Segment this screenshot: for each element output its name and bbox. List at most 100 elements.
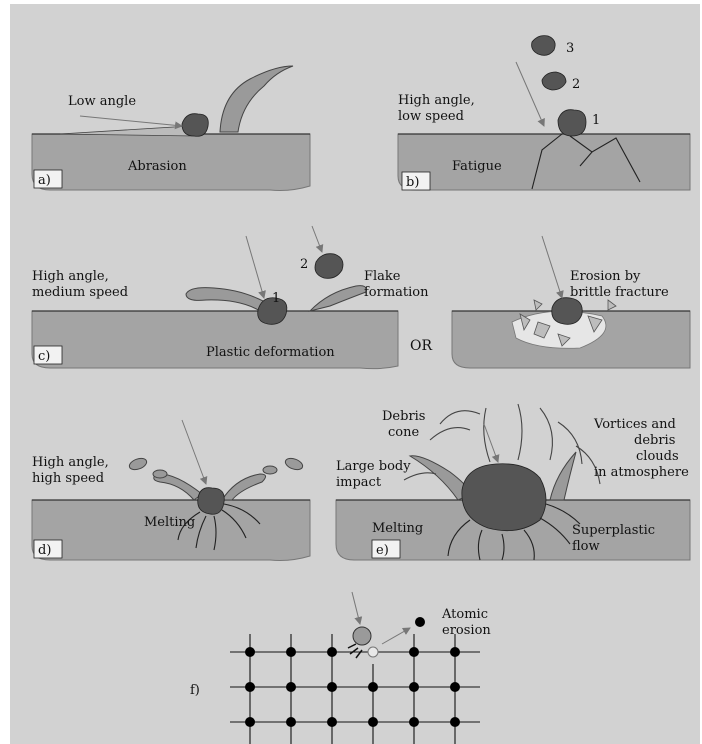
- panel-e-arrow: [484, 424, 498, 462]
- panel-c-alt-fragment-4: [534, 300, 542, 310]
- panel-d-droplet-0: [128, 456, 148, 472]
- panel-c-label-2: Flake: [364, 269, 401, 284]
- panel-c-alt-particle: [552, 298, 583, 325]
- lattice-atom: [409, 682, 419, 692]
- panel-c-particle-2: [315, 254, 343, 279]
- panel-a: Low angle Abrasion a): [32, 66, 310, 191]
- panel-d-droplet-3: [284, 456, 304, 472]
- panel-b-label-0: High angle,: [398, 93, 475, 108]
- panel-e-label-9: Superplastic: [572, 523, 655, 538]
- lattice-atom: [286, 682, 296, 692]
- panel-f-ejected-atom: [415, 617, 425, 627]
- panel-e-vortex-0: [430, 428, 470, 440]
- panel-a-label-1: Abrasion: [127, 159, 187, 174]
- lattice-atom: [245, 682, 255, 692]
- panel-e-label-1: cone: [388, 425, 419, 440]
- panel-d-tag: d): [38, 543, 51, 558]
- panel-f: f): [190, 592, 491, 744]
- panel-c-alt-fragment-5: [608, 300, 616, 310]
- panel-d-ground: [32, 500, 310, 561]
- panel-c-ground: [32, 311, 398, 369]
- panel-b-particle-1: [558, 110, 586, 136]
- panel-d-droplet-2: [263, 466, 277, 474]
- panel-e-tag: e): [376, 543, 389, 558]
- panel-a-groove: [60, 126, 195, 136]
- panel-f-impact-line: [356, 650, 362, 658]
- panel-e-cone-right: [550, 452, 576, 500]
- panel-f-tag: f): [190, 683, 200, 698]
- lattice-atom: [327, 717, 337, 727]
- lattice-atom: [450, 682, 460, 692]
- lattice-atom: [245, 717, 255, 727]
- panel-e: Debris cone Vortices and debris clouds i…: [336, 404, 690, 560]
- panel-b-label-1: low speed: [398, 109, 464, 124]
- panel-c-number-1: 1: [272, 291, 280, 306]
- lattice-vacancy: [368, 647, 378, 657]
- panel-c: 2 1 High angle, medium speed Flake forma…: [32, 226, 429, 369]
- panel-a-arrow: [80, 116, 182, 126]
- panel-c-alt: Erosion by brittle fracture: [452, 236, 690, 368]
- panel-d: High angle, high speed Melting d): [32, 420, 310, 561]
- panel-c-arrow-1: [246, 236, 264, 298]
- panel-e-vortex-1: [440, 411, 480, 424]
- panel-c-alt-label-1: brittle fracture: [570, 285, 669, 300]
- lattice-atom: [245, 647, 255, 657]
- lattice-atom: [368, 717, 378, 727]
- panel-d-label-1: high speed: [32, 471, 104, 486]
- panel-e-label-4: clouds: [636, 449, 679, 464]
- lattice-atom: [409, 647, 419, 657]
- panel-c-arrow-2: [312, 226, 322, 252]
- panel-e-label-2: Vortices and: [593, 417, 676, 432]
- lattice-atom: [409, 717, 419, 727]
- panel-e-label-10: flow: [572, 539, 600, 554]
- panel-e-label-7: impact: [336, 475, 382, 490]
- panel-c-label-3: formation: [364, 285, 429, 300]
- panel-d-droplet-1: [153, 470, 167, 478]
- panel-a-particle: [182, 114, 208, 137]
- erosion-mechanisms-figure: Low angle Abrasion a) 3 2 1 High angle, …: [10, 4, 700, 744]
- panel-c-tag: c): [38, 349, 50, 364]
- panel-e-vortex-4: [540, 408, 552, 460]
- panel-f-impact-line: [348, 644, 356, 648]
- panel-e-vortex-2: [484, 408, 490, 462]
- panel-e-label-8: Melting: [372, 521, 423, 536]
- panel-e-label-5: in atmosphere: [594, 465, 689, 480]
- panel-f-incident-arrow: [352, 592, 360, 624]
- lattice-atom: [286, 647, 296, 657]
- panel-e-particle: [462, 464, 546, 531]
- panel-b-particle-3: [532, 36, 556, 56]
- panel-f-impact-line: [350, 648, 358, 654]
- panel-e-label-0: Debris: [382, 409, 425, 424]
- diagram-canvas: Low angle Abrasion a) 3 2 1 High angle, …: [10, 4, 700, 744]
- panel-d-label-0: High angle,: [32, 455, 109, 470]
- panel-f-incident-ion: [353, 627, 371, 645]
- panel-b-number-3: 3: [566, 41, 574, 56]
- panel-b-number-2: 2: [572, 77, 580, 92]
- panel-d-particle: [198, 488, 225, 515]
- panel-d-arrow: [182, 420, 206, 484]
- panel-c-lip-right: [310, 286, 366, 311]
- lattice-atom: [327, 647, 337, 657]
- panel-c-alt-label-0: Erosion by: [570, 269, 641, 284]
- panel-b-ground: [398, 134, 690, 190]
- panel-f-label-1: erosion: [442, 623, 491, 638]
- lattice-atom: [450, 647, 460, 657]
- panel-e-label-3: debris: [634, 433, 675, 448]
- lattice-atom: [450, 717, 460, 727]
- panel-b-tag: b): [406, 175, 419, 190]
- panel-e-label-6: Large body: [336, 459, 411, 474]
- panel-a-label-0: Low angle: [68, 94, 136, 109]
- panel-c-alt-arrow: [542, 236, 562, 298]
- panel-e-vortex-5: [558, 422, 582, 464]
- panel-b-number-1: 1: [592, 113, 600, 128]
- panel-f-ejection-arrow: [382, 628, 410, 644]
- panel-c-number-2: 2: [300, 257, 308, 272]
- panel-a-tag: a): [38, 173, 51, 188]
- panel-a-chip: [220, 66, 293, 132]
- panel-c-label-4: Plastic deformation: [206, 345, 335, 360]
- panel-b: 3 2 1 High angle, low speed Fatigue b): [398, 36, 690, 190]
- panel-c-label-0: High angle,: [32, 269, 109, 284]
- lattice-atom: [327, 682, 337, 692]
- panel-d-splash-right: [222, 474, 266, 500]
- panel-b-arrow: [516, 62, 544, 126]
